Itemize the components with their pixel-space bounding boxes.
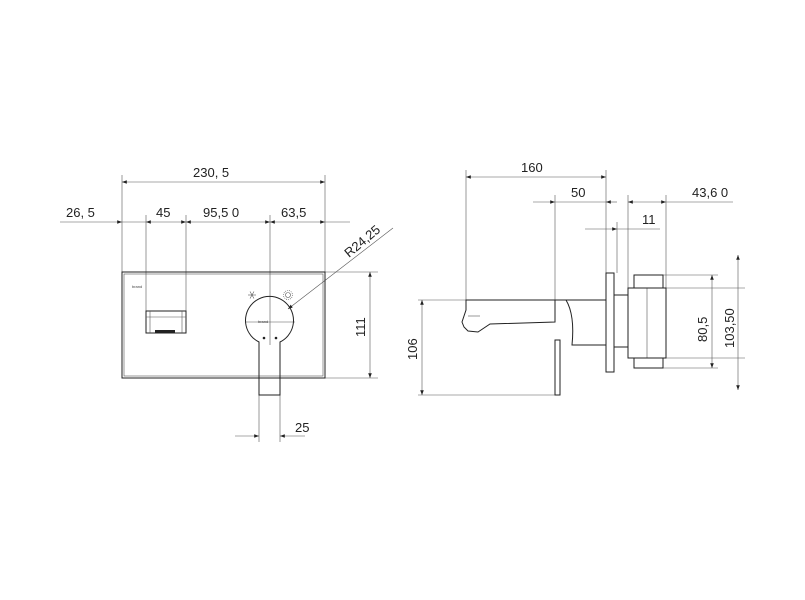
wall-plate-inner — [123, 273, 324, 377]
handle: brand — [245, 295, 294, 396]
dim-radius: R24,25 — [341, 222, 383, 260]
dim-cartridge-overall-height: 103,50 — [722, 308, 737, 348]
dim-cartridge-depth: 43,6 0 — [692, 185, 728, 200]
cartridge-top-cap — [633, 274, 664, 289]
brand-mark: brand — [132, 284, 142, 289]
radius-leader — [287, 227, 394, 310]
dim-cartridge-height: 80,5 — [695, 317, 710, 342]
spout — [461, 299, 556, 333]
front-view: brand brand 230, 5 26, 5 45 95,5 0 63,5 — [60, 165, 394, 442]
front-extension-lines — [121, 175, 378, 442]
lever-side — [554, 339, 561, 396]
outlet — [145, 310, 187, 334]
dim-spout-reach: 160 — [521, 160, 543, 175]
cartridge-bottom-cap — [633, 357, 664, 369]
handle-brand-mark: brand — [258, 319, 268, 324]
side-extension-lines — [418, 170, 745, 396]
dim-left-offset: 26, 5 — [66, 205, 95, 220]
sun-icon — [283, 290, 293, 300]
snowflake-icon — [248, 291, 256, 299]
dim-outlet-width: 45 — [156, 205, 170, 220]
side-wall-plate — [605, 272, 615, 373]
dim-outlet-to-handle: 95,5 0 — [203, 205, 239, 220]
dim-overall-width: 230, 5 — [193, 165, 229, 180]
wall-plate — [121, 271, 326, 379]
dim-plate-gap: 11 — [642, 212, 656, 227]
dim-handle-to-edge: 63,5 — [281, 205, 306, 220]
dim-lever-width: 25 — [295, 420, 309, 435]
side-view: 160 50 43,6 0 11 106 80,5 103,50 — [405, 160, 745, 396]
dim-body-depth: 50 — [571, 185, 585, 200]
dim-spout-height: 106 — [405, 338, 420, 360]
mixer-body — [555, 299, 607, 346]
dim-height: 111 — [353, 317, 368, 337]
collar — [613, 294, 629, 348]
